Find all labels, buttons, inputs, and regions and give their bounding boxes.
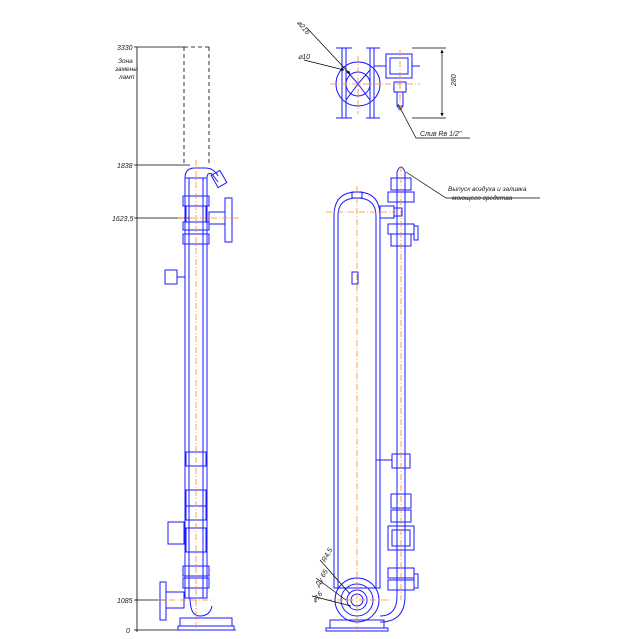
level-3330-label: 3330 [117, 45, 133, 52]
elevation-view-right [325, 166, 419, 632]
elevation-right-dimensions [311, 171, 540, 607]
zone-caption-line-1: Зона [118, 58, 133, 65]
elevation-view-left [159, 167, 235, 631]
top-view-centerlines [330, 50, 420, 114]
diameter-10-label: ⌀10 [298, 54, 310, 61]
vent-note-line-2: моющего средства [452, 194, 513, 202]
top-view [335, 47, 420, 119]
level-1085-label: 1085 [117, 598, 133, 605]
zone-caption-line-3: ламп [118, 74, 135, 81]
elevation-left-centerlines [158, 160, 240, 630]
level-1623-label: 1623,5 [112, 216, 134, 223]
elevation-right-labels: Выпуск воздуха и заливка моющего средств… [311, 185, 526, 604]
vent-note-line-1: Выпуск воздуха и заливка [448, 185, 527, 193]
zone-caption-line-2: замены [114, 66, 138, 73]
level-labels: 3330 Зона замены ламп 1838 1623,5 1085 0 [112, 45, 138, 635]
lamp-replacement-zone [183, 46, 210, 165]
height-280-label: 280 [451, 74, 458, 87]
diameter-16-label: ⌀16 [311, 591, 324, 605]
level-0-label: 0 [126, 628, 130, 635]
elevation-right-centerlines [326, 166, 402, 632]
top-view-labels: ⌀216 ⌀10 280 Слив Rв 1/2" [295, 19, 462, 138]
top-view-dimensions [303, 27, 470, 139]
drain-label: Слив Rв 1/2" [420, 131, 462, 138]
level-1838-label: 1838 [117, 163, 133, 170]
radius-r45-label: R4,5 [321, 547, 335, 563]
diameter-216-label: ⌀216 [295, 19, 311, 36]
